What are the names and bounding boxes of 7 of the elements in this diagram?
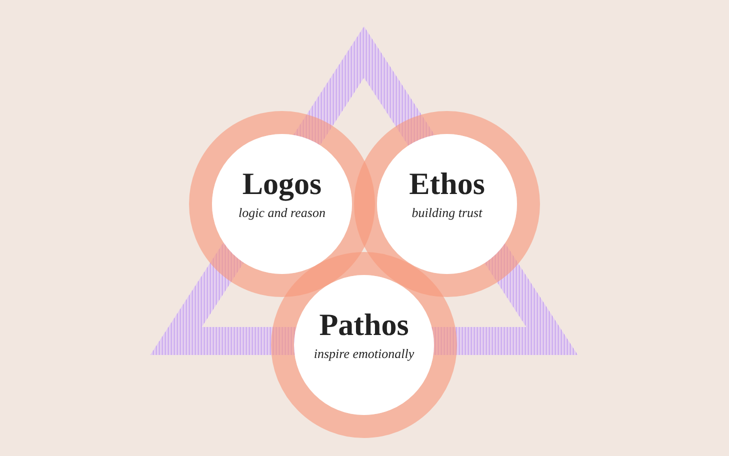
circle-heading: Pathos bbox=[319, 308, 409, 342]
circle-heading: Logos bbox=[242, 166, 322, 202]
circle-subtitle: logic and reason bbox=[238, 205, 326, 222]
circle-heading: Ethos bbox=[409, 166, 485, 202]
circle-node bbox=[271, 252, 457, 438]
circle-subtitle: building trust bbox=[412, 205, 482, 222]
circle-subtitle: inspire emotionally bbox=[314, 346, 414, 362]
